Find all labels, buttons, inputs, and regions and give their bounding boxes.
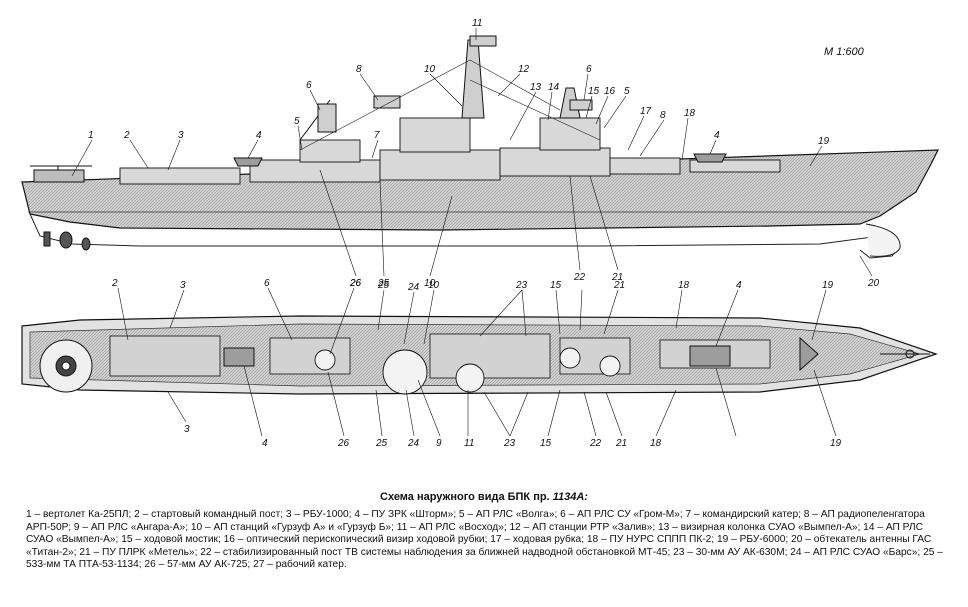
callout-side-12: 12: [518, 64, 530, 75]
callout-plan-15: 15: [550, 280, 562, 291]
side-view-callouts: 1 2 3 4 5 6 7 8 10 11 12 13 14 15 16 5 6…: [88, 18, 880, 289]
callout-side-5b: 5: [624, 86, 630, 97]
propellers: [43, 231, 91, 251]
callout-plan-23b: 23: [503, 438, 516, 449]
callout-side-16: 16: [604, 86, 616, 97]
callout-side-18: 18: [684, 108, 696, 119]
callout-side-6: 6: [306, 80, 312, 91]
legend-text: 1 – вертолет Ка-25ПЛ; 2 – стартовый кома…: [26, 509, 943, 571]
callout-plan-3: 3: [180, 280, 186, 291]
callout-side-2: 2: [123, 130, 130, 141]
callout-plan-26b: 26: [337, 438, 350, 449]
callout-plan-4b: 4: [262, 438, 268, 449]
callout-side-4b: 4: [714, 130, 720, 141]
callout-side-17: 17: [640, 106, 652, 117]
rigging: [299, 59, 601, 151]
plan-leader-lines: [117, 287, 837, 437]
callout-plan-4: 4: [736, 280, 742, 291]
callout-plan-18b: 18: [650, 438, 662, 449]
helicopter-ka-25: [30, 165, 92, 183]
callout-plan-21: 21: [613, 280, 625, 291]
scale-label: М 1:600: [824, 46, 864, 58]
callout-side-22: 22: [573, 272, 586, 283]
callout-side-8: 8: [356, 64, 362, 75]
plan-round-structures: [314, 347, 621, 395]
callout-side-11: 11: [472, 18, 482, 29]
callout-plan-26: 26: [349, 278, 362, 289]
callout-side-25: 25: [377, 278, 390, 289]
plan-view: [21, 287, 938, 437]
callout-side-15: 15: [588, 86, 600, 97]
callout-plan-18: 18: [678, 280, 690, 291]
plan-view-callouts: 2 3 6 26 25 24 10 23 15 21 18 4 19 3 4 2…: [111, 278, 842, 449]
caption-title-prefix: Схема наружного вида БПК пр.: [380, 491, 550, 503]
sonar-dome: [865, 223, 901, 257]
callout-side-21: 21: [611, 272, 623, 283]
callout-plan-9: 9: [436, 438, 442, 449]
side-launchers: [233, 153, 727, 167]
caption-title: Схема наружного вида БПК пр. 1134А:: [0, 491, 968, 503]
callout-side-13: 13: [530, 82, 542, 93]
callout-plan-24: 24: [407, 282, 420, 293]
callout-plan-2: 2: [111, 278, 118, 289]
callout-side-3: 3: [178, 130, 184, 141]
callout-side-4: 4: [256, 130, 262, 141]
callout-side-1: 1: [88, 130, 94, 141]
callout-side-19: 19: [818, 136, 830, 147]
callout-plan-22: 22: [589, 438, 602, 449]
masts: [299, 35, 593, 141]
callout-plan-11: 11: [464, 438, 474, 449]
plan-launchers: [223, 336, 819, 372]
side-superstructure: [119, 117, 781, 185]
callout-side-10: 10: [424, 64, 436, 75]
callout-side-20: 20: [867, 278, 880, 289]
callout-plan-23: 23: [515, 280, 528, 291]
bow-anchor: [880, 349, 930, 359]
callout-side-7: 7: [374, 130, 380, 141]
callout-plan-6: 6: [264, 278, 270, 289]
callout-side-14: 14: [548, 82, 560, 93]
caption-title-project: 1134А:: [552, 491, 588, 503]
callout-plan-10: 10: [428, 280, 440, 291]
callout-side-6b: 6: [586, 64, 592, 75]
callout-side-10b: 10: [424, 278, 436, 289]
callout-plan-15b: 15: [540, 438, 552, 449]
callout-plan-19b: 19: [830, 438, 842, 449]
callout-side-5: 5: [294, 116, 300, 127]
callout-plan-3b: 3: [184, 424, 190, 435]
callout-plan-24b: 24: [407, 438, 420, 449]
helipad: [39, 339, 93, 393]
side-view: [21, 28, 939, 277]
callout-side-26: 26: [349, 278, 362, 289]
ship-profile-and-plan-drawing: 1 2 3 4 5 6 7 8 10 11 12 13 14 15 16 5 6…: [21, 18, 939, 449]
callout-plan-25b: 25: [375, 438, 388, 449]
callout-side-8b: 8: [660, 110, 666, 121]
callout-plan-25: 25: [377, 280, 390, 291]
callout-plan-21b: 21: [615, 438, 627, 449]
side-leader-lines: [71, 28, 873, 277]
callout-plan-19: 19: [822, 280, 834, 291]
plan-superstructure: [109, 333, 771, 379]
